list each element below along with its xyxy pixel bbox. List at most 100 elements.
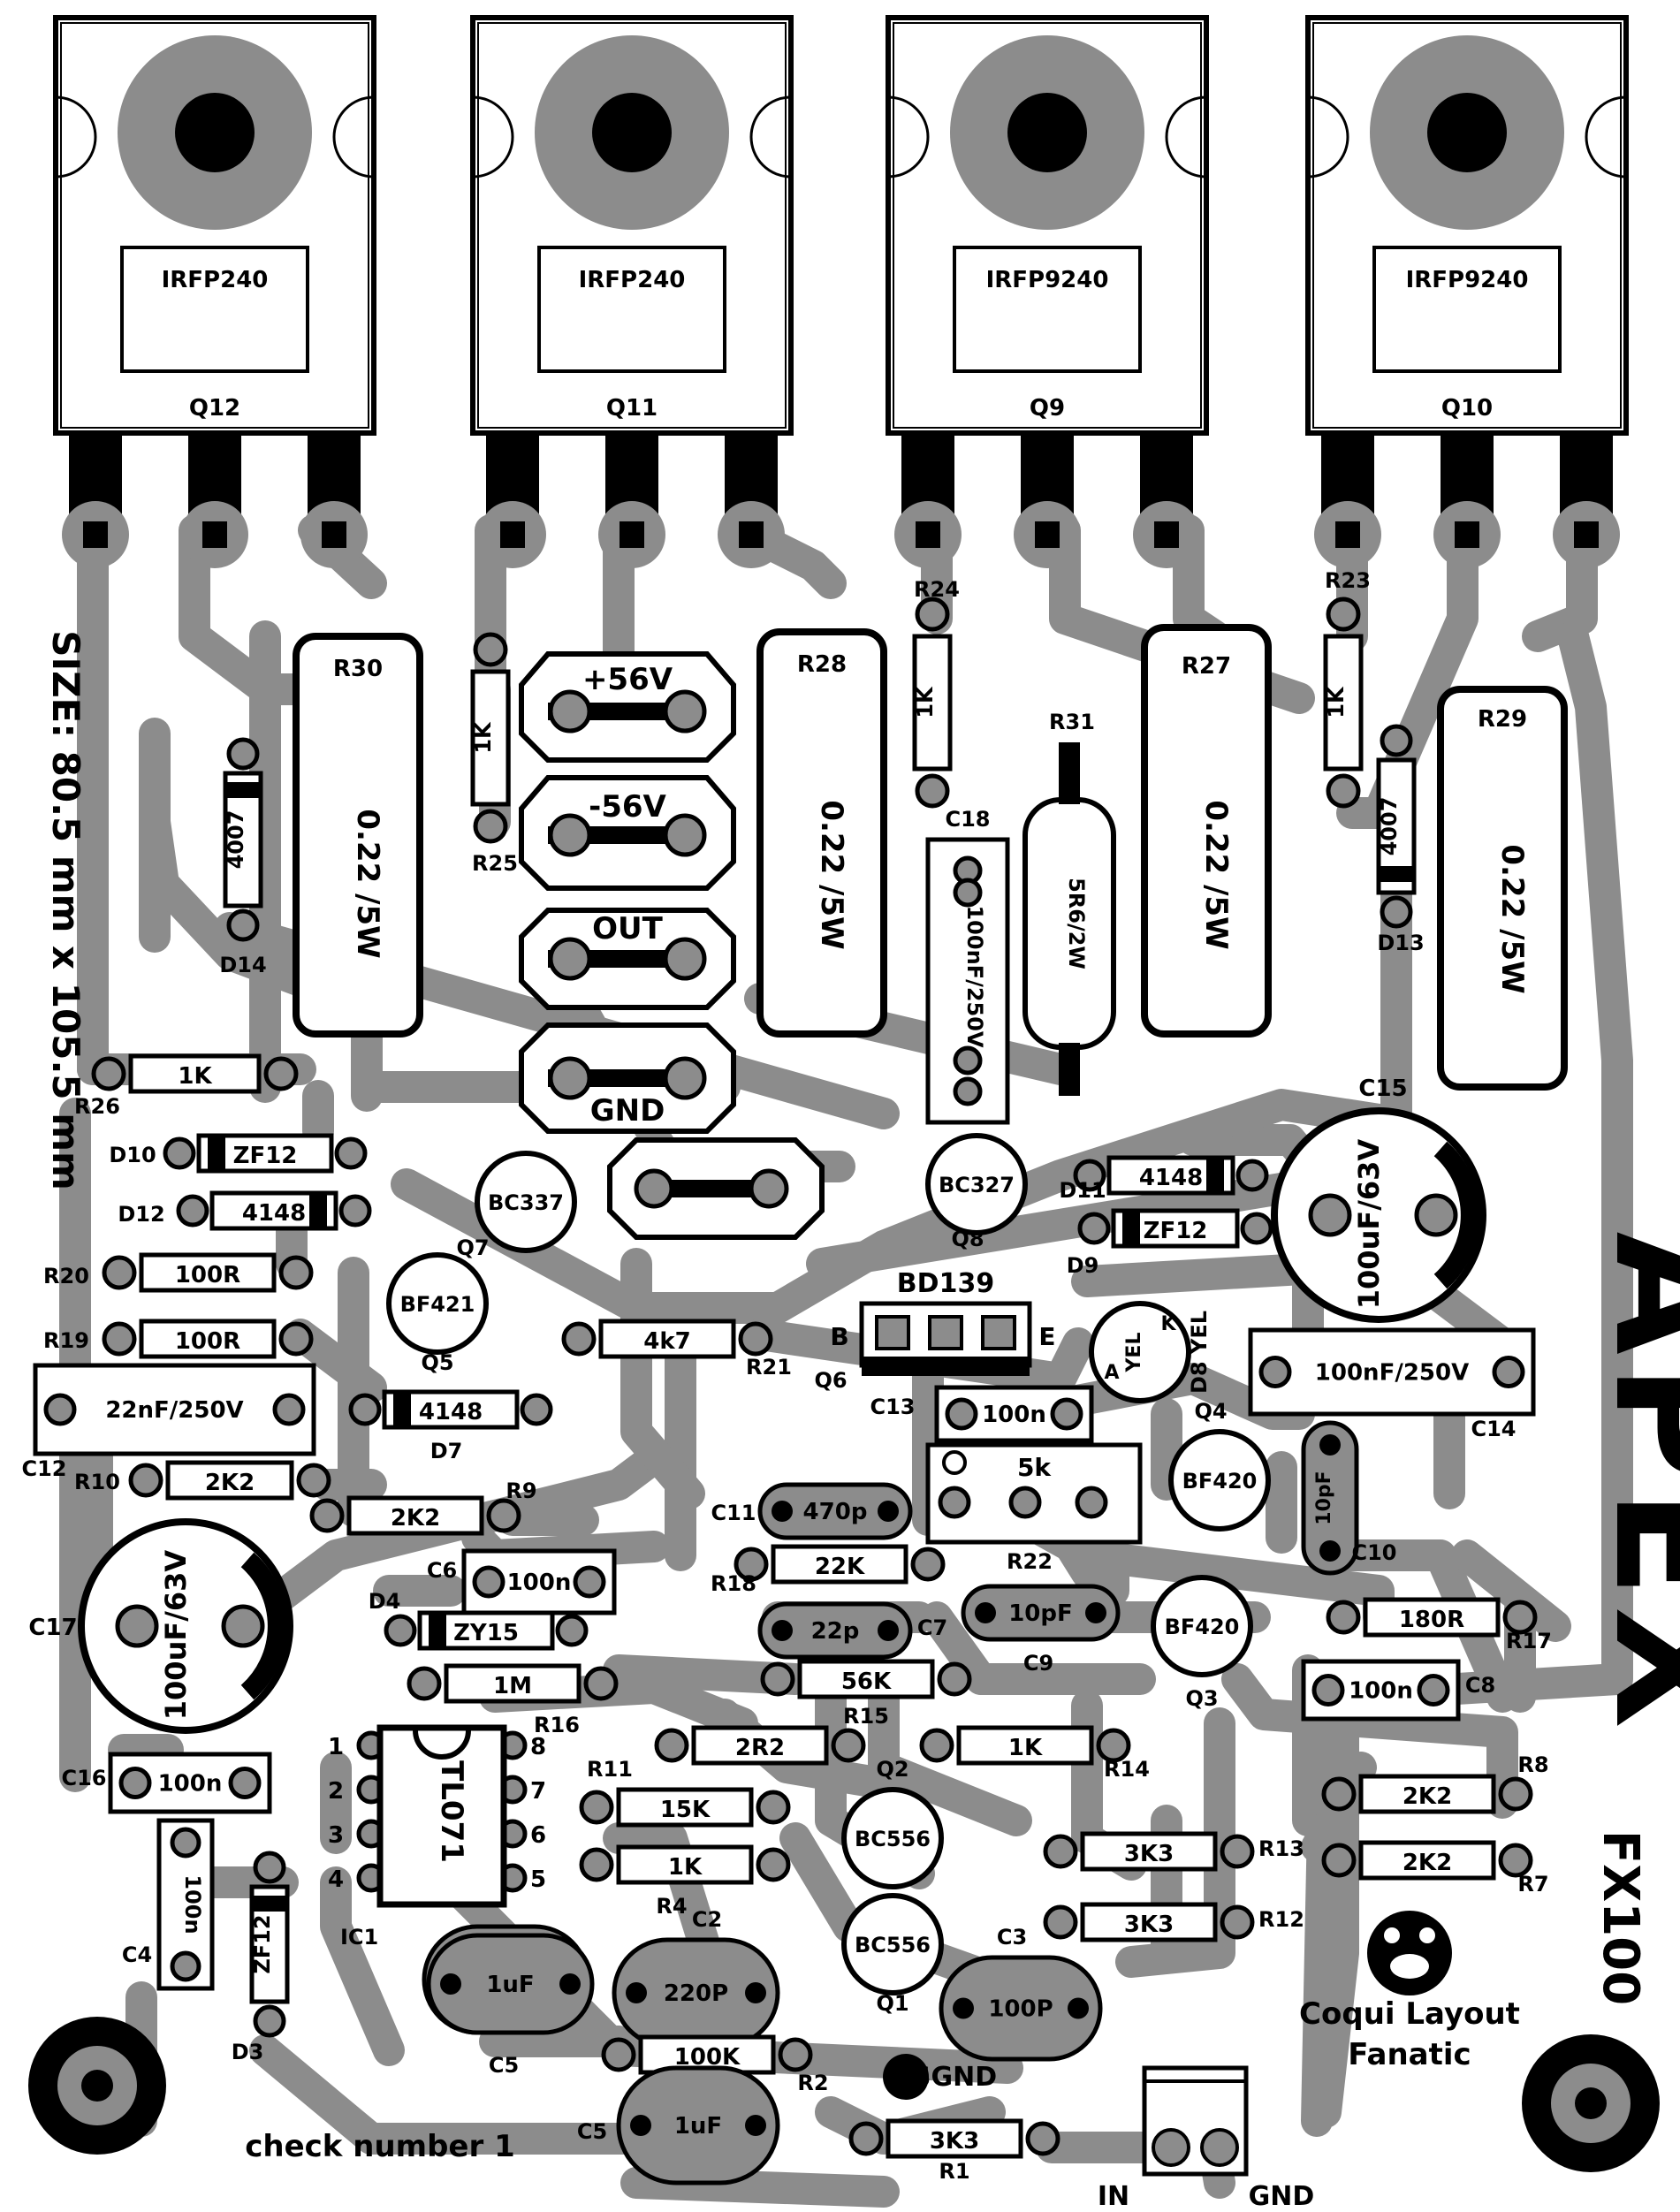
ref-c10: C10 <box>1351 1540 1396 1565</box>
part-q10: IRFP9240 <box>1406 267 1529 293</box>
label-q6-emitter: E <box>1038 1322 1055 1351</box>
ic1-pin-3: 3 <box>328 1822 344 1849</box>
value-r23: 1K <box>1324 686 1349 718</box>
value-r19: 100R <box>175 1328 240 1355</box>
solder-pad <box>226 908 260 942</box>
ref-d10: D10 <box>109 1143 156 1167</box>
ref-c3: C3 <box>997 1925 1027 1950</box>
ref-r26: R26 <box>74 1094 120 1119</box>
solder-pad <box>170 1827 201 1859</box>
ref-c17: C17 <box>28 1615 77 1641</box>
solder-pad <box>1077 1212 1111 1245</box>
label-in: IN <box>1098 2181 1129 2212</box>
ref-c4: C4 <box>122 1942 152 1967</box>
ref-r1: R1 <box>939 2159 969 2184</box>
value-r8: 2K2 <box>1403 1783 1452 1810</box>
solder-pad <box>601 2037 636 2072</box>
solder-pad <box>1498 1776 1533 1812</box>
solder-pad <box>296 1463 331 1498</box>
solder-pad <box>583 1666 619 1701</box>
value-c17: 100uF/63V <box>159 1550 193 1721</box>
solder-pad <box>170 1950 201 1982</box>
solder-pad <box>1417 1674 1450 1707</box>
solder-pad <box>472 1565 506 1599</box>
ic1-pin-2: 2 <box>328 1778 344 1805</box>
solder-pad <box>1380 895 1413 929</box>
small-components: 1KR251KR241KR235R6/2WR314007D144007D1310… <box>21 568 1552 2185</box>
ref-c5b: C5 <box>577 2119 607 2144</box>
part-q9: IRFP9240 <box>986 267 1109 293</box>
ref-r16: R16 <box>534 1713 580 1737</box>
solder-pad <box>118 1767 152 1799</box>
ref-d14: D14 <box>219 953 266 977</box>
ref-r29: R29 <box>1478 706 1527 733</box>
ref-q5: Q5 <box>421 1350 453 1375</box>
capacitor-c17: 100uF/63V C17 <box>28 1518 293 1734</box>
ref-q9: Q9 <box>1030 395 1065 422</box>
value-c15: 100uF/63V <box>1352 1139 1386 1310</box>
value-r12: 3K3 <box>1124 1912 1174 1938</box>
solder-pad <box>937 1661 972 1697</box>
ref-r30: R30 <box>333 656 383 682</box>
ref-r15: R15 <box>843 1704 889 1729</box>
solder-pad <box>1043 1904 1078 1940</box>
ref-r4: R4 <box>656 1894 687 1919</box>
ref-r7: R7 <box>1517 1872 1548 1897</box>
solder-pad <box>128 1463 163 1498</box>
solder-pad <box>163 1136 196 1170</box>
ref-r27: R27 <box>1182 653 1231 680</box>
ref-c5: C5 <box>489 2053 519 2078</box>
power-connectors: +56V -56V OUT GND <box>519 651 825 1240</box>
solder-pad <box>953 1045 983 1076</box>
frog-logo-icon <box>1367 1911 1452 1995</box>
solder-pad <box>1326 1600 1361 1635</box>
solder-pad <box>407 1666 442 1701</box>
ref-q12: Q12 <box>189 395 240 422</box>
solder-pad <box>473 809 508 844</box>
solder-pad <box>1240 1212 1273 1245</box>
resistor-r28: R28 0.22 /5W <box>756 628 887 1038</box>
ref-q8: Q8 <box>951 1227 984 1251</box>
ref-r23: R23 <box>1325 568 1371 593</box>
solder-pad <box>278 1255 314 1290</box>
solder-pad <box>1050 1397 1083 1431</box>
ref-r28: R28 <box>797 651 847 678</box>
part-q6: BD139 <box>897 1268 994 1299</box>
ref-c11: C11 <box>711 1501 756 1525</box>
ref-r14: R14 <box>1104 1757 1150 1782</box>
ref-r31: R31 <box>1049 710 1095 734</box>
mounting-holes <box>28 2017 1660 2172</box>
value-d8: YEL <box>1123 1333 1145 1373</box>
solder-pad <box>654 1728 689 1763</box>
solder-pad <box>1235 1159 1269 1192</box>
resistor-r29: R29 0.22 /5W <box>1437 686 1568 1091</box>
solder-pad <box>272 1393 306 1426</box>
solder-pad <box>102 1321 137 1357</box>
solder-pad <box>486 1498 521 1533</box>
solder-pad <box>919 1728 954 1763</box>
ic1-pin-5: 5 <box>530 1866 546 1893</box>
resistor-r4a: 15K <box>579 1787 791 1828</box>
label-q6-base: B <box>830 1322 848 1351</box>
